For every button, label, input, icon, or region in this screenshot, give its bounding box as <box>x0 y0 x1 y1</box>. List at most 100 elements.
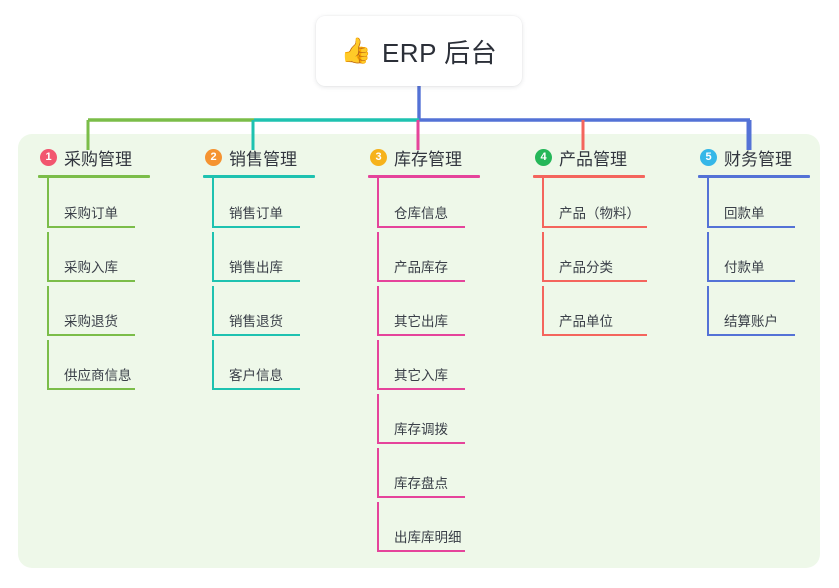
branch-badge-4: 4 <box>535 148 552 166</box>
leaf-label: 产品分类 <box>559 260 613 275</box>
leaf-stem <box>47 178 49 227</box>
root-node[interactable]: 👍 ERP 后台 <box>316 16 522 86</box>
branch-label-1: 采购管理 <box>64 149 132 169</box>
leaf-stem <box>47 232 49 281</box>
leaf-rule <box>542 334 647 336</box>
leaf-item[interactable]: 其它入库 <box>377 340 480 394</box>
leaf-item[interactable]: 出库库明细 <box>377 502 480 556</box>
leaf-item[interactable]: 销售出库 <box>212 232 315 286</box>
leaf-stem <box>377 178 379 227</box>
branch-rule-5 <box>698 175 810 178</box>
leaf-list-3: 仓库信息产品库存其它出库其它入库库存调拨库存盘点出库库明细 <box>368 178 480 556</box>
leaf-item[interactable]: 回款单 <box>707 178 810 232</box>
leaf-label: 库存调拨 <box>394 422 448 437</box>
branch-badge-5: 5 <box>700 148 717 166</box>
leaf-stem <box>707 232 709 281</box>
leaf-rule <box>542 280 647 282</box>
leaf-item[interactable]: 供应商信息 <box>47 340 150 394</box>
leaf-label: 采购订单 <box>64 206 118 221</box>
leaf-rule <box>47 334 135 336</box>
leaf-stem <box>212 286 214 335</box>
leaf-label: 采购退货 <box>64 314 118 329</box>
leaf-label: 付款单 <box>724 260 765 275</box>
leaf-rule <box>377 280 465 282</box>
leaf-stem <box>377 502 379 551</box>
leaf-stem <box>377 286 379 335</box>
leaf-label: 产品（物料） <box>559 206 640 221</box>
leaf-rule <box>707 334 795 336</box>
branch-rule-3 <box>368 175 480 178</box>
branch-badge-2: 2 <box>205 148 222 166</box>
leaf-rule <box>377 226 465 228</box>
leaf-label: 仓库信息 <box>394 206 448 221</box>
leaf-item[interactable]: 其它出库 <box>377 286 480 340</box>
leaf-label: 供应商信息 <box>64 368 132 383</box>
leaf-label: 采购入库 <box>64 260 118 275</box>
leaf-stem <box>542 286 544 335</box>
leaf-label: 产品单位 <box>559 314 613 329</box>
leaf-item[interactable]: 销售退货 <box>212 286 315 340</box>
branch-badge-3: 3 <box>370 148 387 166</box>
leaf-rule <box>212 226 300 228</box>
leaf-stem <box>377 232 379 281</box>
leaf-rule <box>212 334 300 336</box>
thumbs-up-icon: 👍 <box>340 36 372 65</box>
branch-label-4: 产品管理 <box>559 149 627 169</box>
leaf-rule <box>47 280 135 282</box>
branch-label-2: 销售管理 <box>229 149 297 169</box>
leaf-rule <box>377 334 465 336</box>
branch-panel-background <box>18 134 820 568</box>
leaf-rule <box>377 388 465 390</box>
branch-header-2[interactable]: 2 销售管理 <box>203 144 315 170</box>
leaf-rule <box>377 442 465 444</box>
branch-column-5: 5 财务管理回款单付款单结算账户 <box>698 144 810 340</box>
leaf-item[interactable]: 采购退货 <box>47 286 150 340</box>
branch-badge-1: 1 <box>40 148 57 166</box>
leaf-item[interactable]: 付款单 <box>707 232 810 286</box>
branch-header-1[interactable]: 1 采购管理 <box>38 144 150 170</box>
leaf-stem <box>377 340 379 389</box>
branch-label-3: 库存管理 <box>394 149 462 169</box>
leaf-list-5: 回款单付款单结算账户 <box>698 178 810 340</box>
leaf-item[interactable]: 产品单位 <box>542 286 647 340</box>
leaf-stem <box>212 232 214 281</box>
leaf-item[interactable]: 产品分类 <box>542 232 647 286</box>
leaf-rule <box>377 496 465 498</box>
leaf-rule <box>212 388 300 390</box>
leaf-label: 其它出库 <box>394 314 448 329</box>
branch-rule-2 <box>203 175 315 178</box>
branch-label-5: 财务管理 <box>724 149 792 169</box>
leaf-stem <box>47 286 49 335</box>
leaf-item[interactable]: 产品库存 <box>377 232 480 286</box>
leaf-item[interactable]: 库存调拨 <box>377 394 480 448</box>
leaf-rule <box>47 388 135 390</box>
leaf-stem <box>542 178 544 227</box>
leaf-stem <box>377 448 379 497</box>
branch-rule-1 <box>38 175 150 178</box>
leaf-rule <box>47 226 135 228</box>
leaf-stem <box>212 178 214 227</box>
leaf-item[interactable]: 结算账户 <box>707 286 810 340</box>
leaf-item[interactable]: 产品（物料） <box>542 178 647 232</box>
leaf-list-4: 产品（物料） 产品分类产品单位 <box>533 178 647 340</box>
branch-column-4: 4 产品管理产品（物料） 产品分类产品单位 <box>533 144 647 340</box>
leaf-item[interactable]: 客户信息 <box>212 340 315 394</box>
leaf-item[interactable]: 仓库信息 <box>377 178 480 232</box>
leaf-label: 销售退货 <box>229 314 283 329</box>
branch-column-3: 3 库存管理仓库信息产品库存其它出库其它入库库存调拨库存盘点出库库明细 <box>368 144 480 556</box>
leaf-label: 销售出库 <box>229 260 283 275</box>
leaf-label: 销售订单 <box>229 206 283 221</box>
leaf-list-1: 采购订单采购入库采购退货供应商信息 <box>38 178 150 394</box>
leaf-item[interactable]: 库存盘点 <box>377 448 480 502</box>
leaf-rule <box>377 550 465 552</box>
leaf-item[interactable]: 销售订单 <box>212 178 315 232</box>
leaf-item[interactable]: 采购订单 <box>47 178 150 232</box>
leaf-label: 产品库存 <box>394 260 448 275</box>
branch-header-4[interactable]: 4 产品管理 <box>533 144 645 170</box>
branch-header-3[interactable]: 3 库存管理 <box>368 144 480 170</box>
leaf-rule <box>542 226 647 228</box>
root-title: ERP 后台 <box>381 37 498 68</box>
leaf-item[interactable]: 采购入库 <box>47 232 150 286</box>
leaf-rule <box>707 280 795 282</box>
branch-header-5[interactable]: 5 财务管理 <box>698 144 810 170</box>
